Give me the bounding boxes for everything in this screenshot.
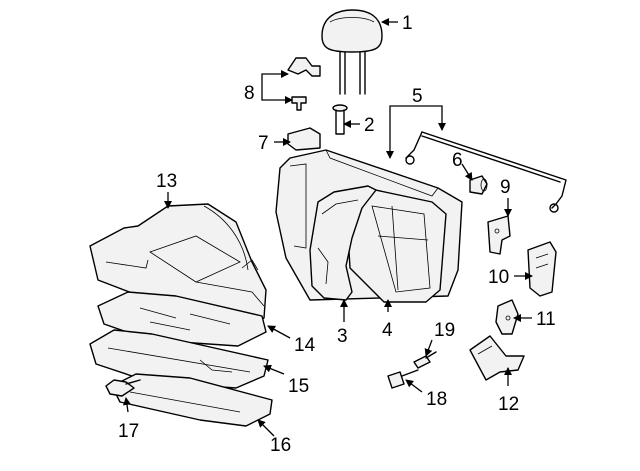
callout-14: 14	[294, 335, 316, 356]
leader-16	[257, 419, 275, 437]
release-handle-part	[287, 57, 321, 111]
seat-pan-part	[111, 373, 273, 427]
leader-17	[123, 397, 131, 413]
clip-part	[105, 379, 141, 397]
leader-15	[263, 364, 285, 375]
callout-19: 19	[434, 320, 455, 341]
headrest-part	[321, 9, 383, 95]
hinge-bracket-part	[495, 299, 519, 335]
leader-5b	[420, 105, 446, 131]
callout-1: 1	[402, 13, 413, 34]
leader-8	[261, 70, 289, 92]
callout-4: 4	[382, 320, 393, 341]
callout-13: 13	[156, 171, 177, 192]
callout-11: 11	[536, 309, 556, 330]
seat-frame-part	[89, 329, 269, 389]
callout-15: 15	[288, 376, 309, 397]
callout-16: 16	[270, 435, 291, 456]
headrest-guide-part	[332, 104, 348, 135]
trim-panel-part	[469, 335, 525, 381]
callout-5: 5	[412, 86, 423, 107]
leader-5	[386, 105, 420, 159]
callout-18: 18	[426, 389, 447, 410]
cover-cap-part	[287, 127, 321, 151]
bolt-small-part	[413, 351, 437, 369]
leader-14	[267, 325, 291, 339]
hinge-cover-part	[527, 241, 557, 297]
seat-back-frame-part	[275, 149, 463, 303]
callout-10: 10	[488, 267, 509, 288]
bracket-part	[487, 215, 511, 255]
callout-3: 3	[337, 326, 348, 347]
callout-labels: 1 2 3 4 5 6 7 8 9 10 11 12 13 14 15 16 1…	[118, 13, 556, 456]
latch-rod-part	[405, 131, 567, 213]
seat-back-cover-part	[309, 185, 377, 301]
bushing-part	[469, 175, 488, 195]
leader-19	[424, 339, 433, 357]
leader-18	[405, 379, 423, 393]
callout-6: 6	[452, 150, 463, 171]
callout-2: 2	[364, 115, 375, 136]
callout-9: 9	[500, 177, 511, 198]
callout-7: 7	[258, 133, 269, 154]
callout-8: 8	[244, 83, 255, 104]
leader-8b	[261, 92, 293, 104]
callout-12: 12	[498, 394, 519, 415]
leader-lines	[123, 18, 533, 437]
bolt-large-part	[387, 369, 419, 389]
leader-6	[461, 163, 473, 181]
callout-17: 17	[118, 421, 139, 442]
